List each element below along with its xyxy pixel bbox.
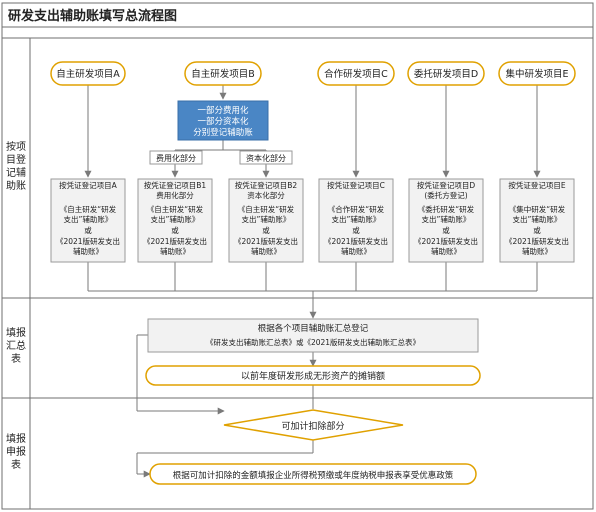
- ledger-line: 支出”辅助账》: [151, 214, 200, 224]
- ledger-line: 按凭证登记项目B1: [144, 180, 207, 190]
- final-pill: 根据可加计扣除的金额填报企业所得税预缴或年度纳税申报表享受优惠政策: [149, 463, 477, 485]
- ledger-line: 支出”辅助账》: [422, 214, 471, 224]
- svg-text:目登: 目登: [6, 153, 26, 166]
- ledger-line: 《2021版研发支出: [414, 236, 478, 246]
- svg-text:表: 表: [11, 352, 21, 365]
- ledger-line: (委托方登记): [424, 190, 467, 200]
- project-label-e: 集中研发项目E: [505, 68, 568, 80]
- ledger-line: 辅助账》: [522, 246, 552, 256]
- svg-text:汇总: 汇总: [6, 339, 26, 352]
- svg-text:表: 表: [11, 458, 21, 471]
- ledger-line: 按凭证登记项目B2: [235, 180, 298, 190]
- decision-diamond: 可加计扣除部分: [223, 409, 404, 441]
- amortization-pill: 以前年度研发形成无形资产的摊销额: [145, 365, 481, 386]
- ledger-line: 或: [352, 225, 360, 235]
- project-label-b: 自主研发项目B: [191, 68, 255, 80]
- project-label-a: 自主研发项目A: [56, 68, 120, 80]
- section-label-declare: 填报 申报 表: [6, 432, 26, 471]
- ledger-box-1: 按凭证登记项目A 《自主研发“研发支出”辅助账》或《2021版研发支出辅助账》: [50, 178, 126, 263]
- summary-line-2: 《研发支出辅助账汇总表》或《2021版研发支出辅助账汇总表》: [206, 337, 420, 347]
- ledger-line: 按凭证登记项目C: [327, 180, 385, 190]
- svg-text:可加计扣除部分: 可加计扣除部分: [281, 420, 344, 432]
- ledger-line: 辅助账》: [251, 246, 281, 256]
- ledger-line: 资本化部分: [247, 190, 285, 200]
- ledger-line: 费用化部分: [156, 190, 194, 200]
- svg-text:填报: 填报: [6, 326, 26, 339]
- ledger-line: 支出”辅助账》: [242, 214, 291, 224]
- ledger-box-3: 按凭证登记项目B2资本化部分《自主研发“研发支出”辅助账》或《2021版研发支出…: [228, 178, 304, 263]
- summary-line-1: 根据各个项目辅助账汇总登记: [258, 323, 369, 334]
- project-pill-a: 自主研发项目A: [50, 61, 126, 86]
- project-pill-d: 委托研发项目D: [407, 61, 485, 86]
- project-pill-c: 合作研发项目C: [317, 61, 395, 86]
- split-box: 一部分费用化 一部分资本化 分别登记辅助账: [177, 100, 269, 141]
- ledger-line: 按凭证登记项目D: [417, 180, 475, 190]
- ledger-line: 《2021版研发支出: [505, 236, 569, 246]
- svg-text:助账: 助账: [6, 179, 26, 192]
- summary-box: 根据各个项目辅助账汇总登记 《研发支出辅助账汇总表》或《2021版研发支出辅助账…: [147, 318, 479, 353]
- ledger-line: 《2021版研发支出: [143, 236, 207, 246]
- diagram-title: 研发支出辅助账填写总流程图: [8, 8, 177, 24]
- ledger-line: 或: [533, 225, 541, 235]
- ledger-box-2: 按凭证登记项目B1费用化部分《自主研发“研发支出”辅助账》或《2021版研发支出…: [137, 178, 213, 263]
- svg-text:一部分资本化: 一部分资本化: [197, 116, 249, 127]
- ledger-line: 辅助账》: [160, 246, 190, 256]
- svg-text:分别登记辅助账: 分别登记辅助账: [193, 127, 253, 138]
- ledger-line: 《自主研发“研发: [147, 204, 204, 214]
- ledger-line: 《2021版研发支出: [56, 236, 120, 246]
- svg-text:按项: 按项: [6, 140, 26, 153]
- branch-tag-expense: 费用化部分: [149, 150, 203, 165]
- svg-text:费用化部分: 费用化部分: [156, 153, 196, 163]
- ledger-line: 《自主研发“研发: [60, 204, 117, 214]
- project-label-c: 合作研发项目C: [324, 68, 388, 80]
- project-pill-b: 自主研发项目B: [184, 61, 262, 86]
- ledger-line: 辅助账》: [341, 246, 371, 256]
- svg-text:申报: 申报: [6, 445, 26, 458]
- ledger-line: 辅助账》: [431, 246, 461, 256]
- ledger-boxes: 按凭证登记项目A《自主研发“研发支出”辅助账》或《2021版研发支出辅助账》按凭…: [50, 178, 575, 263]
- svg-text:记辅: 记辅: [6, 166, 26, 179]
- ledger-line: 按凭证登记项目A: [59, 180, 117, 190]
- branch-tag-capital: 资本化部分: [239, 150, 293, 165]
- ledger-line: 或: [171, 225, 179, 235]
- ledger-line: 辅助账》: [73, 246, 103, 256]
- ledger-line: 支出”辅助账》: [64, 214, 113, 224]
- ledger-line: 《自主研发“研发: [238, 204, 295, 214]
- project-pill-e: 集中研发项目E: [498, 61, 576, 86]
- ledger-line: 支出”辅助账》: [332, 214, 381, 224]
- ledger-line: 《委托研发“研发: [418, 204, 475, 214]
- svg-text:填报: 填报: [6, 432, 26, 445]
- svg-text:一部分费用化: 一部分费用化: [197, 105, 249, 116]
- ledger-line: 按凭证登记项目E: [508, 180, 565, 190]
- project-label-d: 委托研发项目D: [414, 68, 478, 80]
- svg-text:以前年度研发形成无形资产的摊销额: 以前年度研发形成无形资产的摊销额: [241, 370, 385, 382]
- section-label-summary: 填报 汇总 表: [6, 326, 26, 365]
- ledger-line: 支出”辅助账》: [513, 214, 562, 224]
- section-label-register: 按项 目登 记辅 助账: [6, 140, 26, 192]
- ledger-line: 《2021版研发支出: [234, 236, 298, 246]
- ledger-box-4: 按凭证登记项目C 《合作研发“研发支出”辅助账》或《2021版研发支出辅助账》: [318, 178, 394, 263]
- ledger-line: 《2021版研发支出: [324, 236, 388, 246]
- svg-text:根据可加计扣除的金额填报企业所得税预缴或年度纳税申报表享受优: 根据可加计扣除的金额填报企业所得税预缴或年度纳税申报表享受优惠政策: [173, 470, 454, 481]
- ledger-line: 《集中研发“研发: [509, 204, 566, 214]
- ledger-line: 《合作研发“研发: [328, 204, 385, 214]
- ledger-box-6: 按凭证登记项目E 《集中研发“研发支出”辅助账》或《2021版研发支出辅助账》: [499, 178, 575, 263]
- ledger-box-5: 按凭证登记项目D(委托方登记) 《委托研发“研发支出”辅助账》或《2021版研发支…: [408, 178, 484, 263]
- ledger-line: 或: [442, 225, 450, 235]
- ledger-line: 或: [262, 225, 270, 235]
- ledger-line: 或: [84, 225, 92, 235]
- svg-text:资本化部分: 资本化部分: [246, 153, 286, 163]
